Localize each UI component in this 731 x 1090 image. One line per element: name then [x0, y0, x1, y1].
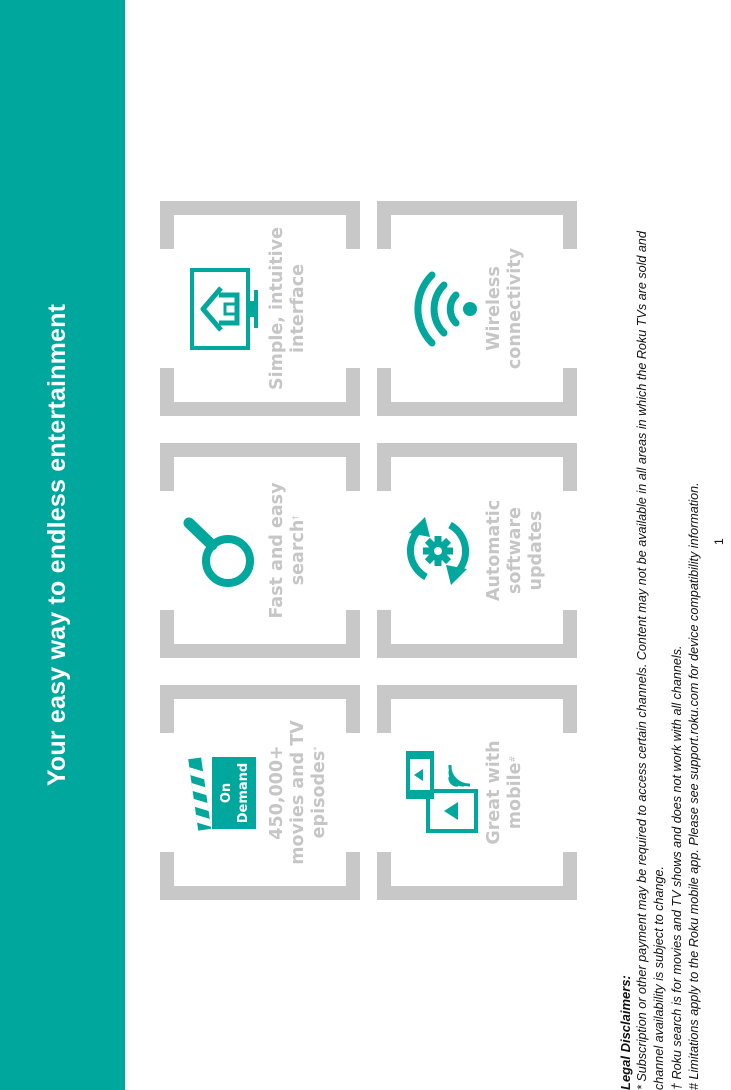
legal-line: channel availability is subject to chang… [652, 865, 667, 1090]
page-number: 1 [712, 538, 726, 545]
legal-heading: Legal Disclaimers: [618, 975, 633, 1090]
feature-tile-interface: Simple, intuitive interface [160, 201, 360, 416]
on-demand-text-line1: On [219, 783, 234, 803]
on-demand-text-line2: Demand [236, 763, 251, 824]
feature-tile-updates: Automatic software updates [377, 443, 577, 658]
feature-label-line2: connectivity [505, 247, 525, 370]
feature-label: Automatic software updates [484, 467, 547, 634]
feature-label-line1: Wireless [484, 266, 504, 351]
banner-title: Your easy way to endless entertainment [43, 303, 71, 787]
feature-label-line3: updates [526, 510, 546, 591]
footnote-mark: † [291, 515, 300, 520]
feature-label: Fast and easy search† [267, 467, 309, 634]
wifi-icon [414, 271, 477, 347]
feature-tile-search: Fast and easy search† [160, 443, 360, 658]
feature-label-line1: 450,000+ [267, 745, 287, 840]
feature-label-line3: episodes [309, 750, 329, 839]
feature-label-line2: search [288, 519, 308, 586]
feature-label: Great with mobile# [484, 709, 526, 876]
feature-label-line2: software [505, 507, 525, 594]
legal-line: * Subscription or other payment may be r… [635, 231, 650, 1090]
feature-tile-on-demand: On Demand 450,000+ movies and TV episode… [160, 685, 360, 900]
feature-label-line2: mobile [505, 762, 525, 830]
feature-label-line1: Great with [484, 740, 504, 845]
footnote-mark: # [508, 755, 517, 763]
title-banner: Your easy way to endless entertainment [0, 0, 125, 1090]
mobile-cast-icon [406, 751, 478, 833]
feature-label-line2: movies and TV [288, 720, 308, 865]
legal-disclaimers: Legal Disclaimers: * Subscription or oth… [617, 0, 703, 1090]
feature-label: Wireless connectivity [484, 225, 526, 392]
feature-tile-wireless: Wireless connectivity [377, 201, 577, 416]
legal-line: † Roku search is for movies and TV shows… [669, 645, 684, 1090]
feature-tile-mobile: Great with mobile# [377, 685, 577, 900]
feature-label-line1: Automatic [484, 499, 504, 602]
feature-label-line1: Simple, intuitive [267, 227, 287, 390]
magnifier-search-icon [183, 517, 254, 587]
feature-label: 450,000+ movies and TV episodes* [267, 709, 330, 876]
tv-home-icon [190, 268, 258, 350]
footnote-mark: * [312, 746, 321, 751]
feature-label-line2: interface [288, 264, 308, 353]
clapperboard-on-demand-icon: On Demand [188, 757, 256, 831]
legal-line: # Limitations apply to the Roku mobile a… [686, 482, 701, 1090]
feature-label-line1: Fast and easy [267, 482, 287, 619]
gear-sync-icon [406, 517, 470, 585]
feature-label: Simple, intuitive interface [267, 225, 309, 392]
